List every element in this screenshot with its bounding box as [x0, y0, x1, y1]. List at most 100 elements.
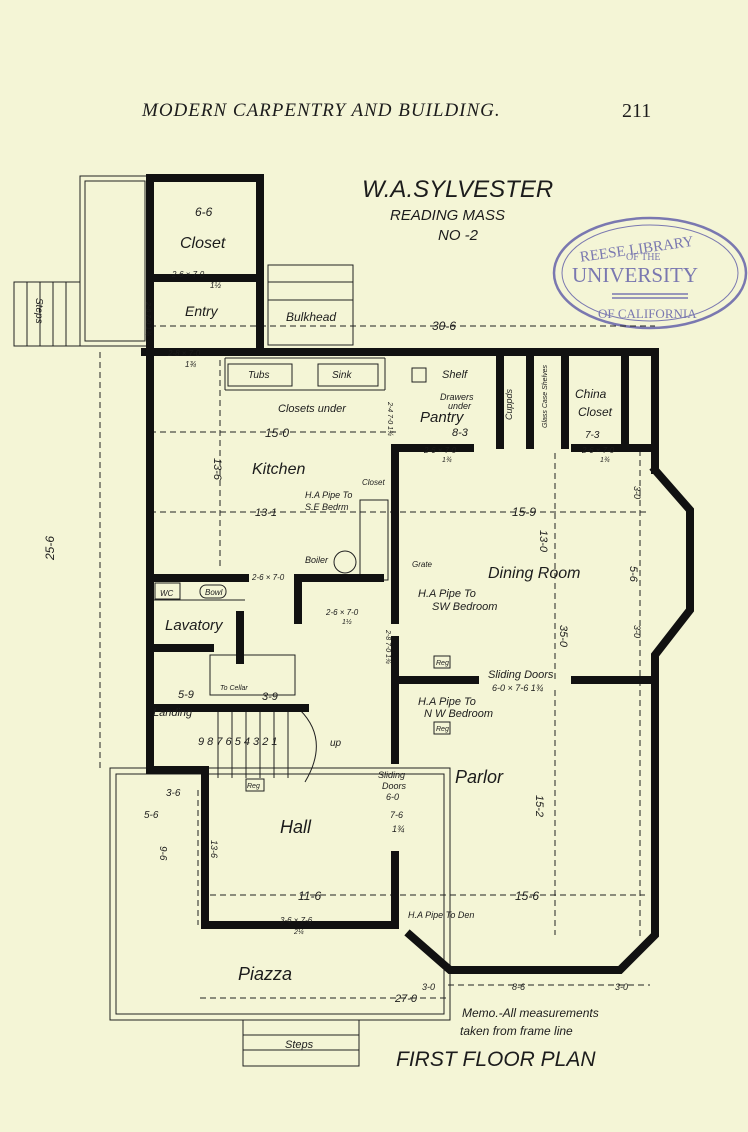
dim-bay-t1: 3-0 [632, 486, 642, 499]
note-pipe-se-2: S.E Bedrm [305, 502, 349, 512]
label-hall: Hall [280, 817, 312, 837]
dim-door-closet-b: 1½ [210, 281, 221, 290]
dim-parlor-h: 15-2 [533, 795, 545, 817]
dim-piazza-d1: 3-6 [166, 788, 181, 799]
note-pipe-nw-1: H.A Pipe To [418, 696, 476, 708]
stamp-line4: OF CALIFORNIA [598, 306, 697, 321]
dim-dining-h: 13-0 [537, 530, 549, 553]
note-pipe-se-1: H.A Pipe To [305, 490, 352, 500]
label-steps-left: Steps [33, 298, 44, 324]
stamp-line2: OF THE [626, 252, 661, 263]
label-cellar: To Cellar [220, 685, 248, 692]
dim-hall-h: 13-6 [209, 840, 219, 858]
label-bulkhead: Bulkhead [286, 310, 336, 324]
label-piazza: Piazza [238, 964, 292, 984]
label-parlor: Parlor [455, 767, 504, 787]
label-cuppds: Cuppds [504, 388, 514, 420]
label-sliding-doors-hall-3: 6-0 [386, 792, 399, 802]
dim-hall-door: 2-8 7-0 1¾ [384, 629, 391, 664]
plan-caption: FIRST FLOOR PLAN [396, 1048, 596, 1071]
dim-stair-w: 3-9 [262, 691, 278, 703]
label-kitchen: Kitchen [252, 461, 305, 478]
label-china-1: China [575, 387, 607, 401]
label-sliding-doors-parlor-1: Sliding Doors [488, 669, 554, 681]
label-closets-under: Closets under [278, 403, 347, 415]
note-pipe-sw-2: SW Bedroom [432, 601, 497, 613]
label-grate: Grate [412, 560, 433, 569]
dim-door-closet: 2-6 × 7-0 [171, 270, 205, 279]
dim-overall-front: 27-0 [394, 993, 418, 1005]
label-shelf: Shelf [442, 369, 468, 381]
dim-pantry-door: 2-4 7-0 1¾ [386, 401, 393, 436]
plan-owner: W.A.SYLVESTER [362, 176, 553, 203]
dim-bay-h: 5-6 [627, 566, 639, 583]
dim-front-door-b: 2¼ [293, 929, 304, 936]
library-stamp: REESE LIBRARY OF THE UNIVERSITY OF CALIF… [552, 216, 748, 330]
dim-piazza-d2: 5-6 [144, 810, 159, 821]
label-sliding-doors-hall-1: Sliding [378, 770, 405, 780]
dim-bay-bottom-1: 3-0 [422, 982, 435, 992]
dim-parlor-w: 15-6 [515, 889, 539, 903]
dim-lav-door: 2-6 × 7-0 [251, 573, 285, 582]
label-drawers-under-1: Drawers [440, 392, 474, 402]
label-entry: Entry [185, 303, 219, 319]
label-drawers-under-2: under [448, 401, 472, 411]
dim-door-entry: 2-8 × 7-0 [167, 349, 201, 358]
label-reg3: Reg [247, 783, 260, 790]
label-reg1: Reg [436, 660, 449, 667]
label-wc: WC [160, 589, 174, 598]
label-sliding-doors-hall-4: 7-6 [390, 810, 403, 820]
dim-dining-door2: 2-6 × 7-0 [581, 446, 615, 455]
dim-front-door: 3-6 × 7-6 [280, 916, 313, 925]
dim-kitchen-w2: 13-1 [255, 507, 277, 519]
dim-landing-w: 5-9 [178, 689, 194, 701]
dim-bay-bottom-2: 8-6 [512, 982, 525, 992]
dim-door-small-b: 1½ [342, 618, 352, 626]
label-dining-room: Dining Room [488, 565, 580, 582]
dim-left-h: 25-6 [43, 536, 57, 561]
dim-door-entry-b: 1¾ [185, 360, 196, 369]
dim-dining-door1b: 1¾ [442, 457, 452, 464]
label-reg2: Reg [436, 726, 449, 733]
plan-number: NO -2 [438, 227, 479, 244]
dim-entry-side: 2-6 7-0 1¾ [144, 301, 151, 336]
label-sink: Sink [332, 370, 352, 381]
label-lavatory: Lavatory [165, 617, 224, 634]
note-pipe-den: H.A Pipe To Den [408, 910, 474, 920]
label-pantry: Pantry [420, 409, 465, 426]
label-stair-numbers: 9 8 7 6 5 4 3 2 1 [198, 736, 278, 748]
dim-dining-w: 15-9 [512, 505, 536, 519]
dim-overall-w: 30-6 [432, 319, 456, 333]
label-closet: Closet [180, 235, 226, 252]
label-steps-bottom: Steps [285, 1039, 314, 1051]
memo-line-2: taken from frame line [460, 1024, 573, 1038]
label-boiler: Boiler [305, 555, 329, 565]
dim-bay-bottom-3: 3-0 [615, 982, 628, 992]
dim-door-small: 2-6 × 7-0 [325, 608, 359, 617]
dim-bay-t2: 3-0 [632, 625, 642, 638]
running-title: MODERN CARPENTRY AND BUILDING. [142, 100, 501, 121]
note-pipe-sw-1: H.A Pipe To [418, 588, 476, 600]
label-china-2: Closet [578, 405, 613, 419]
dim-right-h: 35-0 [557, 625, 569, 648]
label-sliding-doors-hall-5: 1¾ [392, 824, 405, 834]
label-sliding-doors-parlor-2: 6-0 × 7-6 1¾ [492, 683, 544, 693]
page-number: 211 [622, 100, 652, 122]
dim-closet-w: 6-6 [195, 205, 213, 219]
label-sliding-doors-hall-2: Doors [382, 781, 407, 791]
label-glass-case: Glass Case Shelves [542, 364, 549, 428]
dim-hall-w: 11-6 [298, 889, 321, 903]
memo-line-1: Memo.-All measurements [462, 1006, 599, 1020]
label-closet-small: Closet [362, 478, 385, 487]
dim-dining-door2b: 1¾ [600, 457, 610, 464]
dim-kitchen-w: 15-0 [265, 426, 289, 440]
label-tubs: Tubs [248, 370, 270, 381]
label-landing: Landing [153, 707, 193, 719]
label-up: up [330, 738, 342, 749]
dim-china-w: 7-3 [585, 430, 600, 441]
dim-kitchen-h: 13-6 [211, 458, 223, 481]
plan-location: READING MASS [390, 207, 505, 224]
dim-piazza-d3: 9-6 [157, 846, 168, 861]
dim-dining-door1: 2-6 × 7-0 [423, 446, 457, 455]
